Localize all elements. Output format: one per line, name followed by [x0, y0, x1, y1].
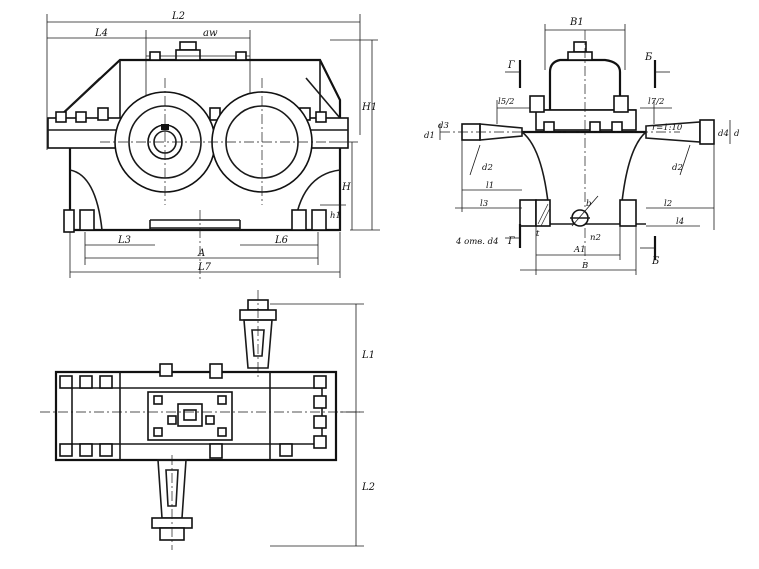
dim-l5-half: l5/2: [498, 97, 514, 107]
dim-t: t: [536, 229, 540, 239]
dim-A1: A1: [573, 245, 586, 255]
dim-B: B: [581, 261, 588, 271]
dim-d4-right: d4: [718, 129, 729, 139]
front-height-dimensions: H1 H h1: [320, 39, 380, 231]
right-shaft: l7/2 r=1:10 d d4 d2 l2 l4: [640, 97, 740, 230]
dim-l2: l2: [664, 199, 672, 209]
top-view-output-shaft: [239, 290, 277, 380]
dim-h1: h1: [330, 211, 341, 221]
dim-L1: L1: [361, 350, 375, 361]
dim-aw: aw: [203, 28, 218, 39]
front-view: L2 L4 aw: [46, 11, 380, 280]
left-shaft: l5/2 d1 d3 d2 l1 l3: [424, 97, 680, 212]
dim-l4: l4: [676, 217, 684, 227]
dim-l4: L4: [94, 28, 108, 39]
dim-d2-left: d2: [482, 163, 493, 173]
dim-B1: B1: [569, 17, 584, 28]
top-view: L1 L2: [40, 290, 375, 550]
dim-d1: d1: [424, 131, 435, 141]
dim-b: b: [586, 199, 591, 209]
dim-n2: n2: [590, 233, 601, 243]
dim-H: H: [341, 182, 351, 193]
dim-l1: l1: [486, 181, 494, 191]
front-bottom-dimensions: L3 L6 A L7: [69, 232, 341, 278]
dim-L7: L7: [197, 262, 212, 273]
dim-L6: L6: [274, 235, 289, 246]
top-view-input-shaft: [151, 455, 193, 550]
section-mark-B-top: Б: [644, 52, 653, 63]
front-top-dimensions: L2 L4 aw: [46, 11, 361, 150]
dim-l3: l3: [480, 199, 488, 209]
shaft-bosses: [100, 78, 330, 205]
section-mark-G-top: Г: [507, 60, 515, 71]
dim-taper: r=1:10: [652, 123, 683, 133]
section-mark-B-bottom: Б: [651, 256, 660, 267]
dim-A: A: [197, 248, 205, 259]
section-mark-G-bottom: Г: [507, 236, 515, 247]
dim-L3: L3: [117, 235, 131, 246]
vent-plug: [179, 41, 197, 51]
dim-l2: L2: [171, 11, 185, 22]
dim-d: d: [734, 129, 740, 139]
top-view-bolts: [59, 363, 327, 459]
side-view: B1 Г Б b n2: [424, 17, 740, 275]
dim-d3: d3: [438, 121, 449, 131]
inspection-cover: [147, 391, 233, 441]
dim-H1: H1: [361, 102, 377, 113]
dim-L2: L2: [361, 482, 375, 493]
housing-base: [63, 148, 342, 280]
dim-l7-half: l7/2: [648, 97, 664, 107]
dim-d2-right: d2: [672, 163, 683, 173]
label-bolt-holes: 4 отв. d4: [455, 237, 499, 247]
